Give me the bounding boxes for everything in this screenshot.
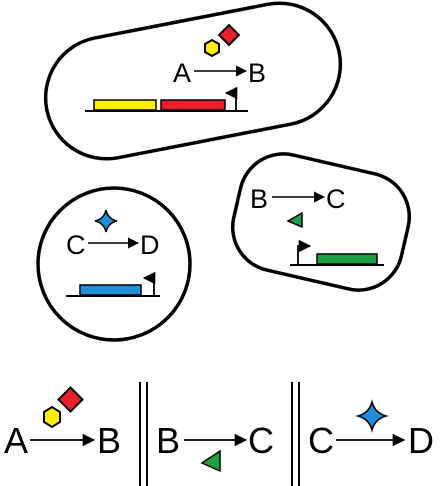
yellow-hexagon-icon [204, 38, 220, 58]
cell-2-promoter-arrow [297, 239, 312, 265]
summary-step-3-substrate: C [308, 420, 334, 461]
summary-yellow-hexagon-icon [43, 405, 61, 429]
summary-step-2-product: C [248, 420, 274, 461]
summary-step-2-substrate: B [156, 420, 180, 461]
green-triangle-icon [286, 211, 303, 229]
cell-3-product-label: D [140, 230, 160, 260]
summary-step-1-product: B [97, 420, 121, 461]
green-gene [316, 253, 378, 265]
cell-1-promoter-arrow [224, 86, 238, 111]
cell-3-membrane [36, 186, 192, 342]
cell-2-membrane [230, 152, 412, 292]
cell-1: A B [43, 1, 343, 161]
summary-red-diamond-icon [57, 386, 84, 413]
summary-step-3: C D [308, 399, 434, 461]
pathway-summary: A B B C C D [4, 382, 434, 486]
cell-3-promoter-arrow [142, 271, 156, 296]
blue-gene [79, 284, 142, 296]
red-diamond-icon [217, 23, 241, 47]
cell-2: B C [230, 152, 412, 292]
summary-step-1: A B [4, 386, 121, 461]
cell-1-enzyme-icon [204, 23, 241, 58]
yellow-gene [93, 99, 157, 111]
cell-3-blue-star-icon [94, 209, 118, 233]
summary-step-1-substrate: A [4, 420, 28, 461]
summary-green-triangle-icon [200, 449, 221, 473]
cell-2-substrate-label: B [250, 184, 268, 214]
cell-2-product-label: C [326, 184, 346, 214]
summary-blue-star-icon [355, 399, 389, 433]
cell-3: C D [36, 186, 192, 342]
red-gene [160, 99, 226, 111]
cell-1-substrate-label: A [173, 58, 191, 88]
cell-1-membrane [43, 1, 343, 161]
cell-3-substrate-label: C [66, 230, 86, 260]
cell-1-product-label: B [248, 58, 266, 88]
summary-step-3-product: D [408, 420, 434, 461]
summary-step-2: B C [156, 420, 274, 473]
